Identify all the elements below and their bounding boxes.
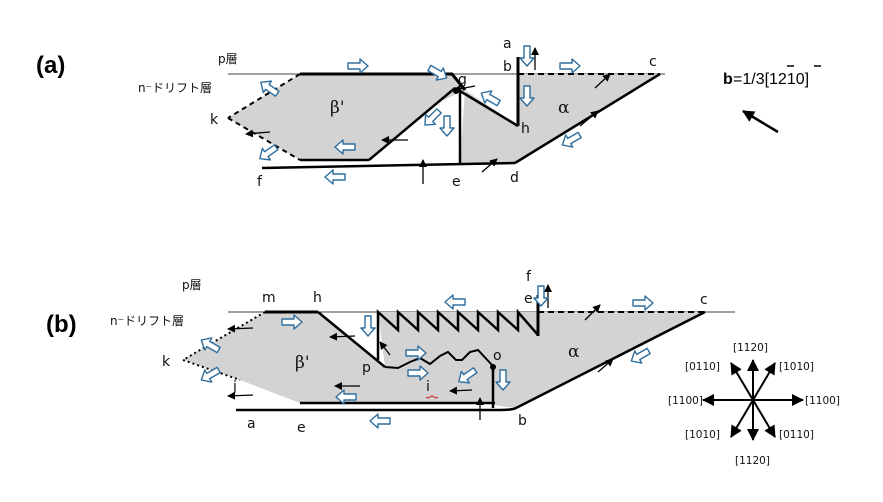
panel-b-label: (b) <box>46 311 77 338</box>
panel-b-zigzag-line <box>384 348 493 370</box>
panel-a-phase-beta: β' <box>330 98 345 118</box>
block-arrow <box>369 413 391 429</box>
rose-label-right: [1100] <box>805 395 840 407</box>
panel-b-sawtooth-line <box>376 308 539 360</box>
rose-label-left: [1100] <box>668 395 703 407</box>
block-arrow <box>632 295 654 311</box>
panel-b-k-upper-dotted <box>182 311 266 361</box>
arrow <box>379 341 391 356</box>
panel-b-point-i: i <box>426 379 430 395</box>
panel-b-point-a: a <box>247 416 256 432</box>
block-arrow <box>324 169 346 185</box>
panel-a-label: (a) <box>36 52 65 79</box>
panel-b-node-o <box>490 364 496 370</box>
rose-label-bottom: [1120] <box>735 455 770 467</box>
panel-a-g-to-h-line <box>454 86 519 128</box>
panel-b-point-c: c <box>700 292 708 308</box>
panel-b-point-f: f <box>526 269 532 285</box>
panel-b-phase-alpha: α <box>568 342 580 362</box>
panel-a-point-b: b <box>503 59 512 75</box>
panel-b-p-layer-label: p層 <box>182 278 202 292</box>
panel-a-n-drift-layer-label: n⁻ドリフト層 <box>138 81 212 95</box>
panel-b-phase-beta: β' <box>295 353 310 373</box>
panel-b-alpha-region <box>378 312 705 408</box>
block-arrow <box>347 58 369 74</box>
panel-a-k-lower-dashed <box>227 117 301 161</box>
arrow <box>453 84 476 93</box>
burgers-value: =1/3[1210] <box>733 71 809 88</box>
rose-label-top-left: [0110] <box>685 361 720 373</box>
panel-b-point-e-top: e <box>524 291 533 307</box>
panel-b-i-squiggle <box>425 395 439 399</box>
panel-a-middle-region <box>460 90 518 163</box>
rose-arrow-down-right <box>752 399 776 438</box>
panel-a-point-d: d <box>510 170 519 186</box>
panel-b-point-k: k <box>162 354 171 370</box>
panel-a-point-a: a <box>503 36 512 52</box>
panel-b-point-j: j <box>232 379 237 395</box>
panel-b-point-p: p <box>362 360 371 376</box>
panel-a-burgers-vector: b =1/3[1210] <box>723 65 821 134</box>
arrow <box>227 391 254 400</box>
block-arrow <box>559 58 581 74</box>
panel-a-line-arrows <box>245 47 611 184</box>
panel-a-point-g: g <box>458 72 467 88</box>
panel-b-point-b: b <box>518 413 527 429</box>
block-arrow <box>360 315 376 337</box>
arrow <box>449 386 473 395</box>
panel-b: (b) p層 n⁻ドリフト層 a b c e e f h i j k m o <box>46 269 840 467</box>
panel-b-line-arrows <box>227 284 614 420</box>
burgers-b-symbol: b <box>723 71 733 88</box>
panel-b-point-e-bottom: e <box>297 420 306 436</box>
arrow <box>227 324 254 333</box>
arrow <box>597 358 614 373</box>
panel-a-beta-region <box>228 74 465 160</box>
rose-arrow-down-left <box>730 399 754 438</box>
direction-rose: [1120] [1010] [1100] [0110] [1120] [1010… <box>668 342 840 467</box>
panel-a-c-d-line <box>514 72 661 165</box>
panel-a-g-diagonal <box>368 87 456 161</box>
block-arrow <box>444 294 466 310</box>
arrow <box>329 332 356 341</box>
panel-b-point-h: h <box>313 290 322 306</box>
panel-a-point-h: h <box>521 121 530 137</box>
arrow <box>481 158 498 173</box>
panel-a-f-d-bottom-line <box>261 161 516 170</box>
block-arrow <box>439 115 455 137</box>
rose-arrow-up-right <box>752 362 776 401</box>
panel-b-beta-region <box>183 312 493 403</box>
arrow <box>584 304 601 321</box>
panel-a-phase-alpha: α <box>558 98 570 118</box>
panel-a-point-k: k <box>210 112 219 128</box>
panel-a-p-layer-label: p層 <box>218 52 238 66</box>
panel-a-point-c: c <box>649 54 657 70</box>
burgers-direction-arrow <box>742 109 779 134</box>
panel-b-point-o: o <box>493 348 502 364</box>
rose-arrow-up-left <box>730 362 754 401</box>
panel-a-top-line <box>300 72 467 91</box>
panel-a: (a) p層 n⁻ドリフト層 a b c d e f g h k β' α <box>36 36 821 190</box>
rose-label-top: [1120] <box>733 342 768 354</box>
arrow <box>594 73 611 89</box>
panel-b-n-drift-layer-label: n⁻ドリフト層 <box>110 314 184 328</box>
block-arrow <box>533 285 549 307</box>
block-arrow <box>519 45 535 67</box>
panel-b-h-p-line <box>317 311 386 368</box>
panel-b-point-m: m <box>262 290 276 306</box>
rose-label-top-right: [1010] <box>779 361 814 373</box>
rose-label-bottom-left: [1010] <box>685 429 720 441</box>
rose-label-bottom-right: [0110] <box>779 429 814 441</box>
panel-b-a-b-bottom-line <box>236 406 517 412</box>
panel-a-point-f: f <box>257 174 263 190</box>
arrow <box>579 110 599 127</box>
arrow <box>245 129 271 138</box>
panel-a-point-e: e <box>452 174 461 190</box>
